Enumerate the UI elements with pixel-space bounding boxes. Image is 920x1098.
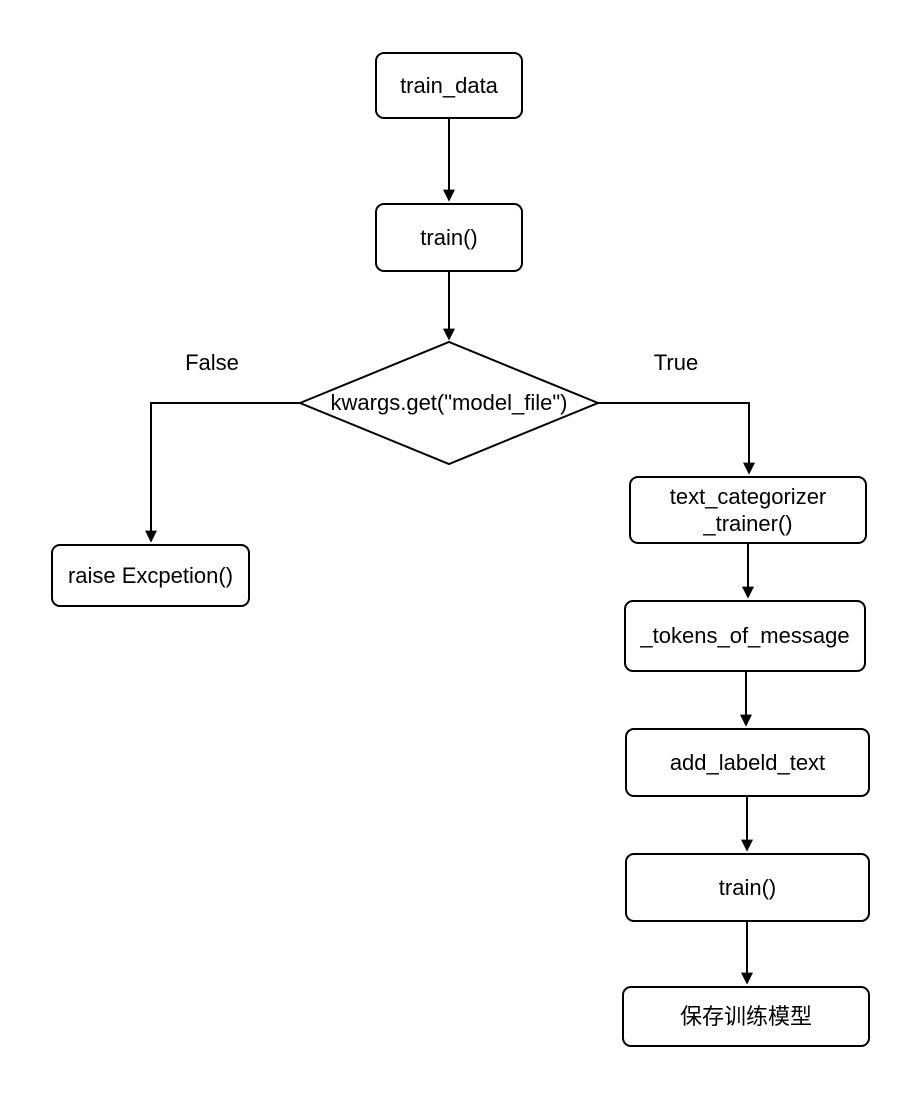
- node-text-categorizer-trainer: text_categorizer _trainer(): [629, 476, 867, 544]
- arrow-decision-true-to-text-categorizer: [598, 402, 755, 475]
- node-train: train(): [375, 203, 523, 272]
- node-train-data: train_data: [375, 52, 523, 119]
- node-decision-label: kwargs.get("model_file"): [330, 390, 568, 415]
- node-train-2: train(): [625, 853, 870, 922]
- node-train-label: train(): [420, 224, 478, 250]
- node-add-labeld-text-label: add_labeld_text: [669, 749, 826, 775]
- node-save-model-label: 保存训练模型: [679, 1003, 812, 1029]
- decision-diamond-shape: [297, 340, 601, 466]
- arrow-decision-false-to-raise: [145, 402, 300, 543]
- node-text-categorizer-trainer-label-line1: text_categorizer: [669, 483, 827, 509]
- node-text-categorizer-trainer-label-line2: _trainer(): [703, 511, 793, 536]
- node-tokens-of-message: _tokens_of_message: [624, 600, 866, 672]
- node-text-categorizer-trainer-label: text_categorizer _trainer(): [670, 483, 827, 538]
- branch-label-true: True: [653, 350, 699, 375]
- branch-label-false: False: [185, 350, 239, 375]
- node-tokens-of-message-label: _tokens_of_message: [640, 623, 850, 649]
- node-raise-exception-label: raise Excpetion(): [67, 562, 234, 588]
- node-train-2-label: train(): [718, 874, 777, 900]
- node-add-labeld-text: add_labeld_text: [625, 728, 870, 797]
- node-train-data-label: train_data: [400, 72, 498, 98]
- node-save-model: 保存训练模型: [622, 986, 870, 1047]
- node-raise-exception: raise Excpetion(): [51, 544, 250, 607]
